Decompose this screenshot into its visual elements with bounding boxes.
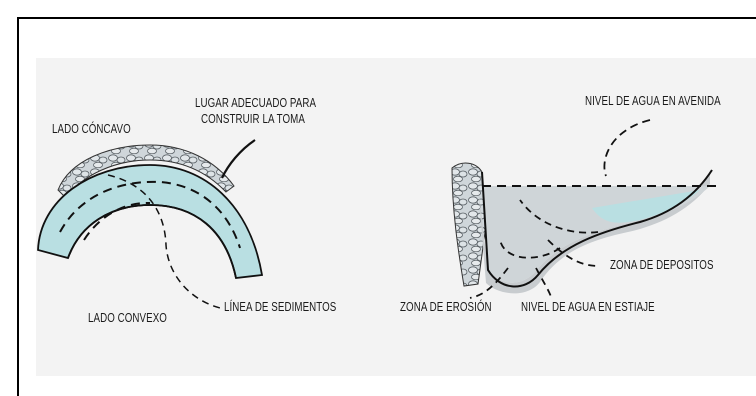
label-concave-side: LADO CÓNCAVO [52,122,131,136]
river-bed [478,175,710,294]
label-low-water-level: NIVEL DE AGUA EN ESTIAJE [521,300,655,314]
intake-site-pointer [221,139,256,179]
erosion-bank-rocks [451,162,487,287]
bank-outline [481,169,713,288]
flow-arrow-outer [59,180,241,249]
flood-level-pointer [603,119,651,177]
label-erosion-zone: ZONA DE EROSIÓN [400,300,492,314]
low-water [592,190,700,223]
label-flood-level: NIVEL DE AGUA EN AVENIDA [585,94,721,108]
cross-section-diagram [451,119,716,301]
label-convex-side: LADO CONVEXO [88,311,167,325]
label-deposit-zone: ZONA DE DEPOSITOS [610,258,714,272]
erosion-zone-pointer [469,267,509,299]
figure-frame [17,17,756,396]
convex-bank-shade [67,204,237,279]
circulation-arrow [519,199,599,234]
label-intake-site-line2: CONSTRUIR LA TOMA [201,112,305,126]
label-intake-site-line1: LUGAR ADECUADO PARA [195,96,317,110]
low-water-pointer [535,267,553,301]
label-sediment-line: LÍNEA DE SEDIMENTOS [224,300,337,314]
flow-arrow-inner [83,201,151,241]
sediment-line-curve [107,174,221,309]
river-bend-diagram [37,139,264,309]
circulation-arrow-lower [499,239,561,259]
concave-bank-gravel [57,144,235,199]
